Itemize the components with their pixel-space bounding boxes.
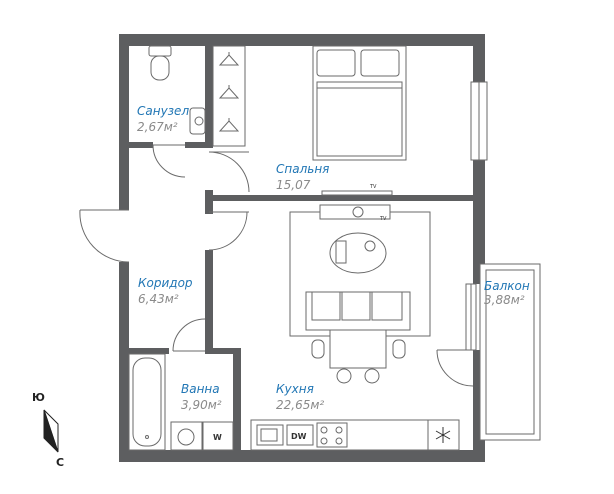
washer-label: W <box>213 433 222 442</box>
room-name-balcony: Балкон <box>484 279 530 293</box>
room-name-kitchen: Кухня <box>276 382 314 396</box>
tv-living-label: TV <box>379 216 387 222</box>
room-area-balcony: 3,88м² <box>484 293 525 307</box>
sink-icon-kitchen <box>256 424 284 446</box>
bathtub-icon <box>128 353 166 451</box>
room-name-corridor: Коридор <box>138 276 193 290</box>
tv-bedroom: TV <box>321 184 393 196</box>
room-name-wc: Санузел <box>137 104 189 118</box>
dishwasher-label: DW <box>291 432 307 441</box>
room-area-bedroom: 15,07 <box>276 178 311 192</box>
doors <box>79 144 474 387</box>
room-labels: Санузел 2,67м² Спальня 15,07 Коридор 6,4… <box>137 104 530 412</box>
room-area-bath: 3,90м² <box>181 398 222 412</box>
living-area: TV <box>289 204 431 337</box>
hanger-icon <box>218 52 240 132</box>
room-area-wc: 2,67м² <box>137 120 178 134</box>
bed-icon <box>312 45 407 161</box>
stove-icon <box>316 422 348 448</box>
sink-icon <box>189 107 206 135</box>
wc-fixtures <box>148 45 206 135</box>
compass: Ю С <box>32 391 64 469</box>
toilet-icon <box>148 45 172 81</box>
wardrobe <box>212 45 246 147</box>
room-area-corridor: 6,43м² <box>138 292 179 306</box>
dining-table <box>311 329 406 384</box>
sofa-icon <box>305 291 411 331</box>
room-area-kitchen: 22,65м² <box>276 398 324 412</box>
snowflake-icon <box>435 427 451 443</box>
bath-fixtures: W <box>128 353 234 451</box>
room-name-bath: Ванна <box>181 382 220 396</box>
compass-south-label: С <box>56 456 64 469</box>
windows <box>465 81 488 351</box>
kitchen-counter: DW <box>250 419 460 451</box>
balcony <box>479 263 541 441</box>
compass-north-label: Ю <box>32 391 45 404</box>
compass-arrow-icon <box>43 409 59 453</box>
walls <box>119 34 485 462</box>
tv-label: TV <box>369 184 377 190</box>
room-name-bedroom: Спальня <box>276 162 329 176</box>
